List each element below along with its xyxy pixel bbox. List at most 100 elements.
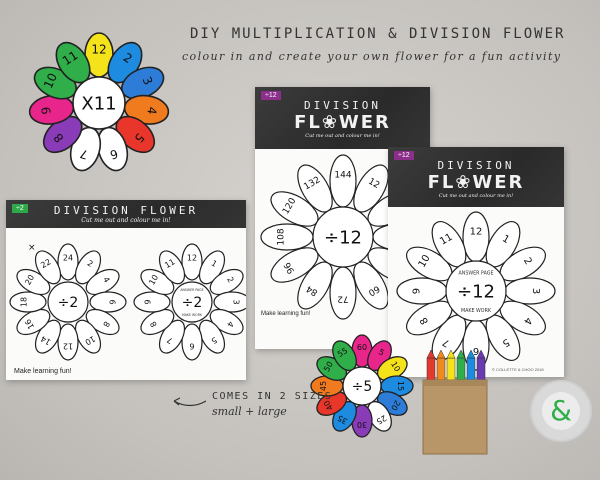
petal-label: 4: [225, 320, 235, 329]
sheet-middle-header: ÷12 DIVISION FL❀WER Cut me out and colou…: [255, 87, 430, 149]
flower-center-label: X11: [81, 93, 116, 114]
petal: 96: [270, 247, 319, 283]
petal: 84: [297, 261, 333, 310]
petal-label: 5: [377, 347, 386, 357]
crayon-tip: [476, 350, 486, 359]
petal: 11: [158, 250, 186, 285]
petal-label: 11: [163, 257, 176, 270]
petal: 18: [9, 291, 47, 313]
petal: 12: [181, 243, 203, 281]
crayon: [436, 357, 446, 383]
petal-label: 8: [149, 320, 159, 329]
petal: 40: [316, 391, 348, 416]
petal: 6: [89, 291, 127, 313]
petal-label: 50: [322, 360, 335, 373]
petal-shape: [329, 154, 357, 208]
petal-label: 60: [357, 343, 367, 352]
petal-label: 2: [225, 275, 235, 284]
petal: 8: [140, 308, 175, 336]
petal: 2: [209, 268, 244, 296]
petal-label: 12: [63, 342, 73, 351]
petal-label: 4: [521, 315, 534, 326]
crayon: [426, 357, 436, 383]
sheet-right-heading-2: FL❀WER: [427, 172, 525, 193]
petal-label: 4: [101, 275, 111, 284]
flower-center-label: ÷2: [58, 295, 79, 311]
flower-center-label: ÷2: [182, 295, 203, 311]
sheet-middle-heading-2: FL❀WER: [294, 112, 391, 133]
petal-label: 12: [187, 253, 197, 262]
flower-center: [47, 281, 89, 323]
petal: 9: [133, 291, 171, 313]
petal: 10: [376, 356, 408, 381]
petal-label: 12: [366, 177, 381, 191]
petal: 5: [198, 319, 226, 354]
petal-label: 20: [23, 273, 36, 286]
petal-shape: [133, 291, 171, 313]
petal: 6: [181, 323, 203, 361]
sheet-right: ÷12 DIVISION FL❀WER Cut me out and colou…: [388, 147, 564, 377]
petal: 10: [74, 319, 102, 354]
crayon-tip: [456, 350, 466, 359]
petal: 12: [57, 323, 79, 361]
flower-center: [312, 206, 374, 268]
petal-label: 9: [143, 299, 152, 304]
sheet-left: ÷2 DIVISION FLOWER Cut me out and colour…: [6, 200, 246, 380]
petal-shape: [329, 266, 357, 320]
petal-label: 72: [337, 293, 348, 303]
petal-label: 6: [473, 345, 479, 356]
sizes-label: COMES IN 2 SIZES: [212, 391, 333, 402]
petal: 72: [329, 266, 357, 320]
petal-label: 7: [78, 146, 89, 162]
petal-shape: [57, 243, 79, 281]
sheet-right-tagline: Cut me out and colour me in!: [438, 193, 514, 199]
petal-label: 55: [336, 346, 349, 359]
petal: 3: [504, 277, 556, 305]
petal-label: 144: [334, 171, 351, 181]
petal-shape: [181, 323, 203, 361]
petal-label: 108: [277, 228, 287, 245]
petal-label: 22: [39, 257, 52, 270]
petal: 132: [297, 164, 333, 213]
sheet-right-copyright: © COLLETTE & CHOO 2018: [492, 367, 544, 372]
petal-shape: [85, 268, 120, 296]
petal: 60: [353, 261, 389, 310]
petal-label: 30: [357, 420, 367, 429]
petal: 9: [396, 277, 448, 305]
petal: 120: [270, 191, 319, 227]
petal-label: 6: [108, 146, 119, 162]
crayon-tip: [436, 350, 446, 359]
crayon: [476, 357, 486, 383]
arrow-icon: [173, 397, 207, 407]
svg-text:&: &: [550, 394, 572, 427]
crayon-tip: [446, 350, 456, 359]
petal-label: 15: [396, 381, 405, 391]
petal: 11: [55, 41, 91, 84]
flower-center: [445, 260, 507, 322]
petal-label: 6: [108, 299, 117, 304]
petal-label: 2: [86, 259, 95, 269]
petal-shape: [213, 291, 246, 313]
petal-shape: [9, 291, 47, 313]
petal-label: 5: [500, 336, 511, 349]
petal: 24: [57, 243, 79, 281]
page-title: DIY MULTIPLICATION & DIVISION FLOWER: [190, 26, 566, 42]
petal: 3: [213, 291, 246, 313]
multiply-mark: ×: [28, 243, 36, 253]
petal-label: 40: [322, 399, 335, 412]
petal: 25: [367, 400, 392, 432]
petal-label: 6: [189, 342, 194, 351]
petal-label: 9: [411, 288, 422, 294]
crayon-tip: [426, 350, 436, 359]
flower-center: [72, 76, 126, 130]
center-ring-top: ANSWER PAGE: [458, 271, 493, 277]
crayon: [446, 357, 456, 383]
petal-label: 2: [521, 256, 534, 267]
petal-label: 35: [336, 413, 349, 426]
ampersand-icon: &: [542, 392, 580, 430]
petal-label: 8: [418, 315, 431, 326]
